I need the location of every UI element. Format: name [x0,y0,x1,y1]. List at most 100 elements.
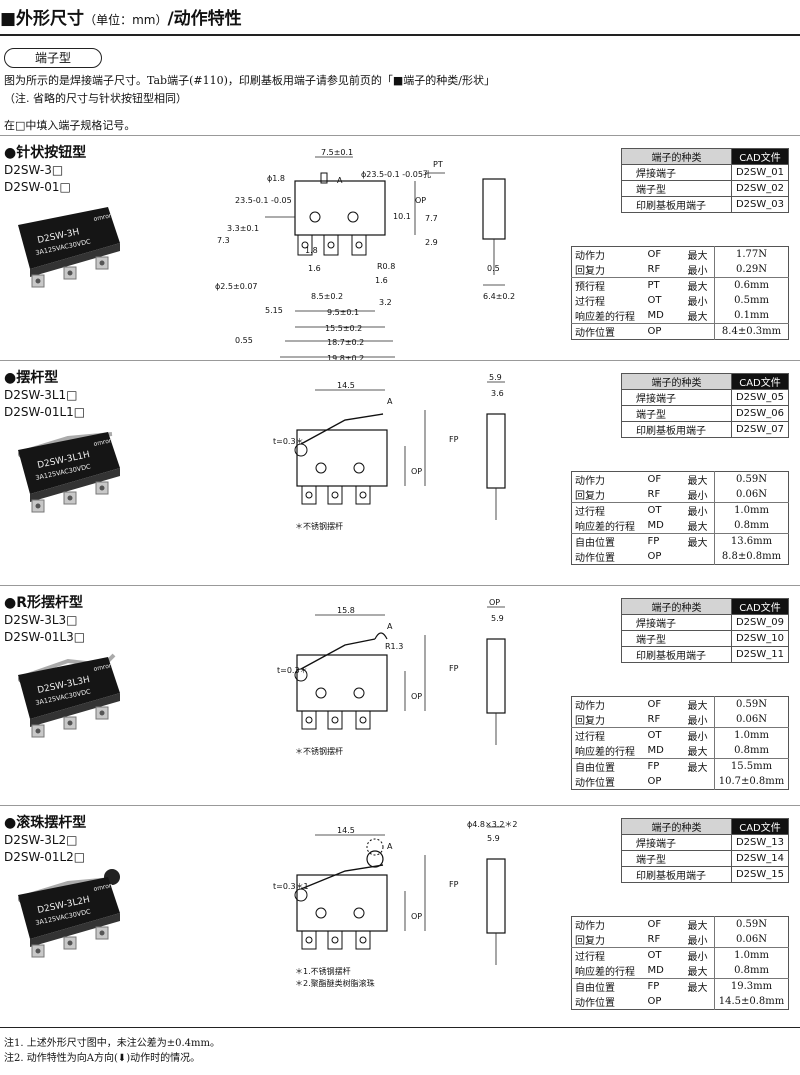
intro-line-3: 在□中填入端子规格记号。 [4,119,136,132]
char-abbr: OP [644,323,685,340]
char-abbr: MD [647,965,664,976]
char-abbr: MD [647,310,664,321]
section-title: ●针状按钮型 [4,145,87,161]
dim-label: A [387,622,393,631]
terminal-hole [359,716,367,724]
char-value: 0.06N [714,712,789,728]
terminal [351,234,367,256]
char-name: 动作力 [575,476,605,487]
cad-file-link[interactable]: D2SW_09 [731,614,789,631]
cad-file-link[interactable]: D2SW_15 [731,866,789,883]
switch-outline [294,180,386,236]
terminal-hole [67,270,73,276]
char-value: 13.6mm [714,533,789,549]
dim-label: OP [415,196,426,205]
terminal-hole [305,936,313,944]
char-value: 19.3mm [714,978,789,994]
char-abbr: OF [647,249,662,260]
terminal [327,930,343,950]
char-limit: 最小 [684,502,715,518]
dim-label: FP [449,435,459,444]
char-value: 1.0mm [714,947,789,963]
lever-note: ＊不锈钢摆杆 [295,747,343,756]
char-name: 过行程 [571,727,645,743]
cad-header-kind: 端子的种类 [621,373,732,390]
cad-file-link[interactable]: D2SW_10 [731,630,789,647]
char-name: 自由位置 [571,978,645,994]
terminal-kind: 端子型 [621,850,732,867]
char-abbr: RF [647,489,661,500]
dim-label: ϕ23.5-0.1 -0.05孔 [361,170,431,179]
cad-header-file: CAD文件 [731,148,789,165]
dim-label: ϕ4.8×3.2＊2 [467,820,518,829]
cad-file-link[interactable]: D2SW_05 [731,389,789,406]
char-limit: 最大 [684,978,715,994]
terminal-hole [67,940,73,946]
dim-label: 3.2 [379,298,392,307]
photo-brand-text: omron [93,212,114,223]
dim-label: t=0.3＊ [277,666,308,675]
terminal [301,930,317,950]
cad-file-link[interactable]: D2SW_02 [731,180,789,197]
char-abbr: OT [647,295,662,306]
char-name: 过行程 [571,947,645,963]
cad-file-link[interactable]: D2SW_13 [731,834,789,851]
char-name: 回复力 [575,266,605,277]
title-rule [0,34,800,36]
cad-file-link[interactable]: D2SW_06 [731,405,789,422]
switch-body [18,877,120,939]
terminal [327,485,343,505]
dim-label: 7.5±0.1 [321,148,353,157]
cad-file-link[interactable]: D2SW_11 [731,646,789,663]
char-value: 1.0mm [714,502,789,518]
cad-file-link[interactable]: D2SW_03 [731,196,789,213]
dim-label: 5.9 [487,834,500,843]
terminal-kind: 焊接端子 [621,834,732,851]
char-abbr: FP [644,978,685,994]
terminal-hole [99,260,105,266]
model-number: D2SW-3L1□ [4,388,78,402]
terminal-kind: 焊接端子 [621,614,732,631]
terminal [327,710,343,730]
terminal-hole [99,930,105,936]
char-abbr: RF [647,264,661,275]
char-limit: 最大 [684,758,715,774]
dim-label: FP [449,880,459,889]
char-name: 回复力 [575,936,605,947]
terminal-kind: 焊接端子 [621,164,732,181]
dim-label: 1.6 [308,264,321,273]
mount-hole [353,462,365,474]
char-name: 动作力 [575,701,605,712]
dim-label: ϕ2.5±0.07 [215,282,258,291]
cad-file-link[interactable]: D2SW_01 [731,164,789,181]
lever [300,638,376,670]
char-abbr: OT [644,502,685,518]
terminal-kind: 印刷基板用端子 [621,646,732,663]
char-limit: 最大 [687,251,708,262]
terminal-kind: 端子型 [621,180,732,197]
char-abbr: OF [647,919,662,930]
mount-hole [315,907,327,919]
dim-label: 10.1 [393,212,411,221]
cad-file-link[interactable]: D2SW_07 [731,421,789,438]
dim-label: 18.7±0.2 [327,338,364,347]
terminal-hole [359,936,367,944]
lever-note: ＊不锈钢摆杆 [295,522,343,531]
cad-file-link[interactable]: D2SW_14 [731,850,789,867]
